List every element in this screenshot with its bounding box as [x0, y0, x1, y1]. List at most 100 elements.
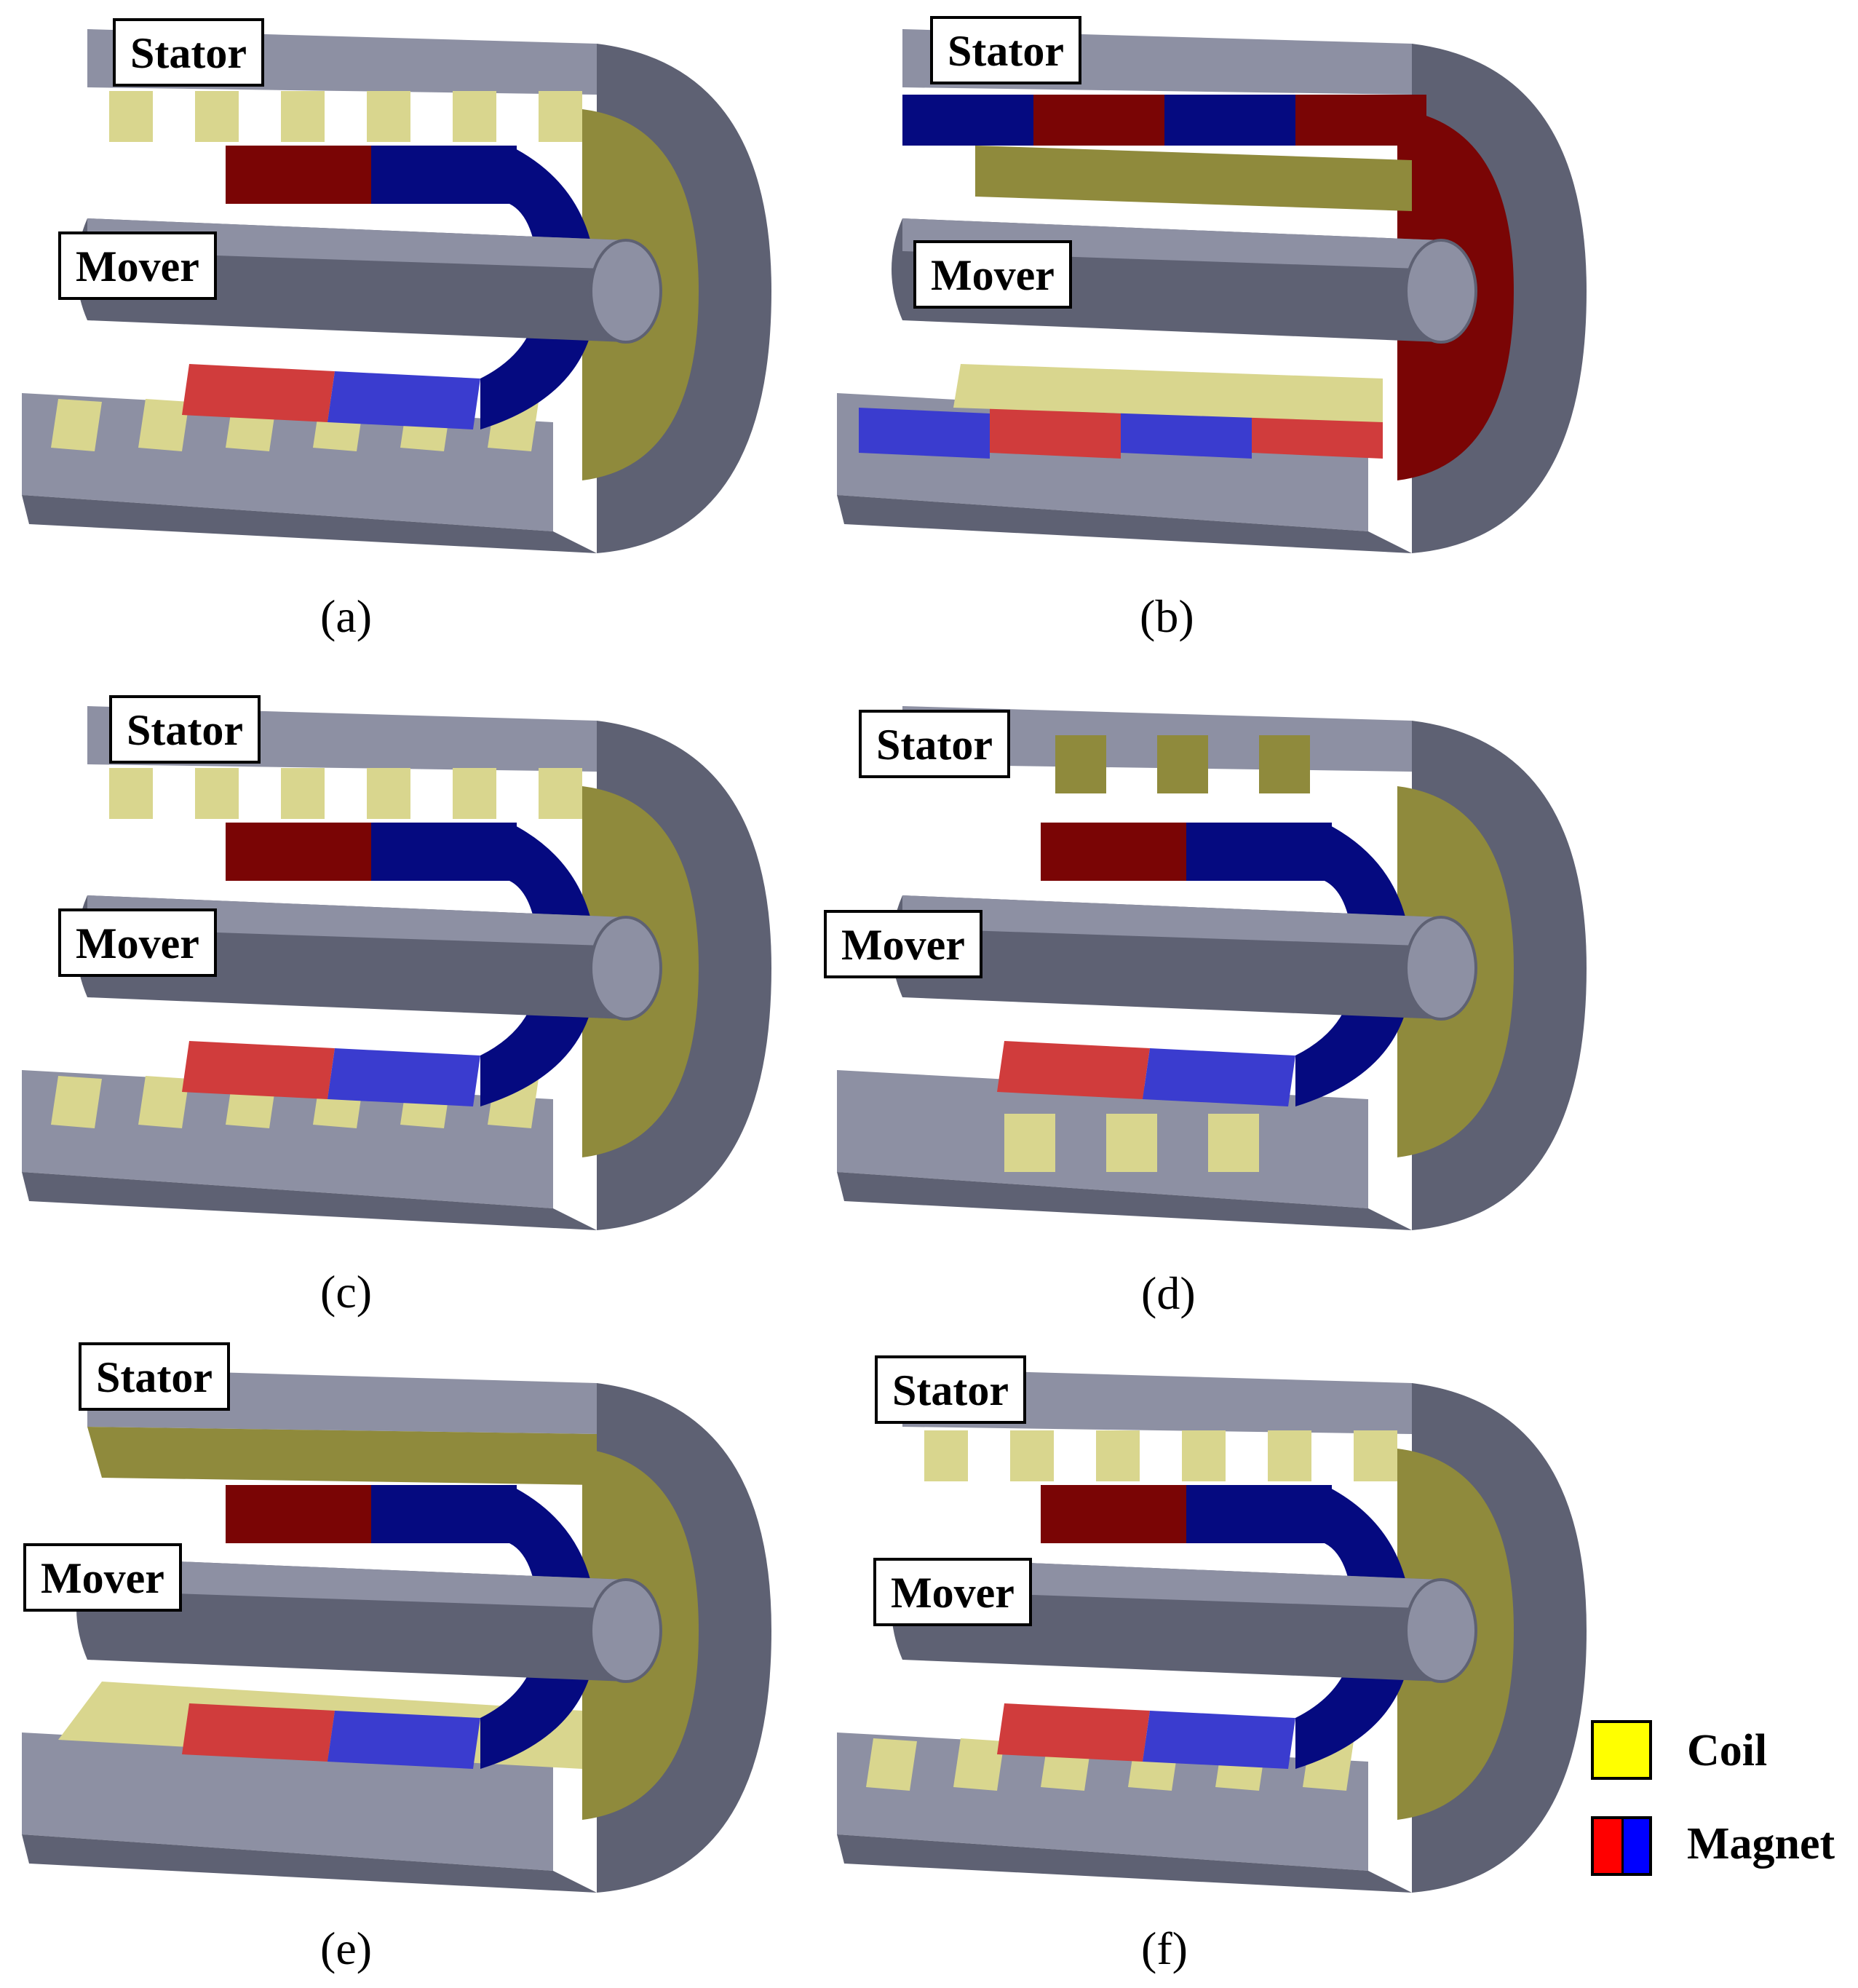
coil-top [539, 91, 582, 142]
panel-d: Stator Mover (d) [815, 677, 1616, 1319]
stator-yoke-bottom-side [837, 495, 1412, 553]
coil-top [281, 91, 325, 142]
coil-top [109, 768, 153, 819]
mover-label: Mover [913, 240, 1072, 309]
coil-bottom [1208, 1114, 1259, 1172]
stator-yoke-bottom-side [22, 1172, 597, 1230]
stator-yoke-top [902, 1369, 1412, 1434]
panel-caption: (f) [1141, 1922, 1188, 1974]
shaft-end [1405, 1578, 1477, 1683]
coil-sleeve-top [87, 1427, 597, 1485]
panel-b: Stator Mover (b) [815, 0, 1616, 642]
mover-magnet-top [1041, 1485, 1186, 1543]
mover-label: Mover [23, 1543, 182, 1612]
coil-bottom [1004, 1114, 1055, 1172]
mover-magnet-bottom [182, 1041, 335, 1099]
panel-e: Stator Mover (e) [0, 1339, 801, 1988]
mover-magnet-top [226, 823, 371, 881]
coil-top [1010, 1430, 1054, 1481]
legend-coil-label: Coil [1687, 1726, 1768, 1775]
coil-top [1182, 1430, 1226, 1481]
stator-magnet-top [902, 95, 1033, 146]
coil-bottom [138, 1076, 189, 1128]
motor-drawing-f [837, 1369, 1587, 1893]
coil-top [924, 1430, 968, 1481]
coil-bottom [953, 1738, 1004, 1791]
coil-top [367, 768, 410, 819]
coil-top [195, 768, 239, 819]
mover-magnet-bottom [1143, 1711, 1295, 1769]
mover-label: Mover [58, 231, 217, 300]
mover-magnet-top [226, 146, 371, 204]
shaft-end [589, 916, 662, 1021]
motor-drawing-e [22, 1369, 771, 1893]
coil-top [1354, 1430, 1397, 1481]
mover-magnet-bottom [327, 371, 480, 429]
mover-magnet-bottom [327, 1048, 480, 1106]
mover-magnet-top [226, 1485, 371, 1543]
mover-magnet-bottom [182, 1703, 335, 1762]
coil-bottom [1106, 1114, 1157, 1172]
mover-magnet-bottom [1143, 1048, 1295, 1106]
stator-label: Stator [930, 16, 1081, 84]
panel-caption: (d) [1141, 1267, 1196, 1319]
motor-drawing-d [837, 706, 1587, 1230]
shaft-highlight [87, 218, 626, 269]
mover-magnet-top [1041, 823, 1186, 881]
coil-top [109, 91, 153, 142]
stator-magnet-bottom [990, 408, 1121, 459]
coil-bottom [866, 1738, 917, 1791]
stator-yoke-bottom-side [837, 1834, 1412, 1893]
panel-caption: (b) [1140, 590, 1194, 642]
coil-top [1259, 735, 1310, 793]
legend-magnet-label: Magnet [1687, 1819, 1835, 1869]
stator-label: Stator [79, 1342, 230, 1411]
coil-bottom [51, 399, 102, 451]
motor-drawing-c [22, 706, 771, 1230]
mover-magnet-top [371, 146, 517, 204]
coil-top [1268, 1430, 1311, 1481]
panel-c: Stator Mover (c) [0, 677, 801, 1318]
mover-label: Mover [58, 908, 217, 977]
panel-f: Stator Mover (f) [815, 1339, 1616, 1988]
stator-magnet-top [1033, 95, 1164, 146]
mover-label: Mover [873, 1558, 1032, 1626]
stator-magnet-bottom [1121, 408, 1252, 459]
stator-yoke-bottom-side [22, 495, 597, 553]
stator-magnet-top [1295, 95, 1426, 146]
mover-magnet-top [371, 823, 517, 881]
coil-top [195, 91, 239, 142]
shaft-highlight [87, 1558, 626, 1609]
legend-magnet-swatch [1591, 1816, 1652, 1876]
stator-label: Stator [859, 710, 1010, 778]
shaft-highlight [902, 895, 1441, 946]
coil-bottom [953, 364, 1383, 422]
shaft-highlight [87, 895, 626, 946]
shaft-end [589, 239, 662, 344]
mover-magnet-bottom [182, 364, 335, 422]
stator-yoke-bottom-side [837, 1172, 1412, 1230]
mover-label: Mover [824, 910, 982, 978]
stator-yoke-bottom [22, 1732, 553, 1871]
stator-magnet-top [1164, 95, 1295, 146]
mover-magnet-top [1186, 823, 1332, 881]
shaft-highlight [902, 218, 1441, 269]
panel-caption: (e) [320, 1922, 373, 1974]
stator-yoke-bottom [837, 1070, 1368, 1208]
mover-magnet-bottom [997, 1041, 1150, 1099]
coil-top [281, 768, 325, 819]
panel-caption: (c) [320, 1266, 373, 1318]
motor-drawing-a [22, 29, 771, 553]
shaft-highlight [902, 1558, 1441, 1609]
shaft-end [1405, 239, 1477, 344]
panel-caption: (a) [320, 590, 373, 642]
coil-top [975, 146, 1412, 211]
coil-top [1157, 735, 1208, 793]
panel-a: Stator Mover (a) [0, 0, 801, 642]
mover-magnet-bottom [327, 1711, 480, 1769]
mover-magnet-top [1186, 1485, 1332, 1543]
coil-top [539, 768, 582, 819]
stator-magnet-bottom [859, 408, 990, 459]
stator-label: Stator [109, 695, 261, 764]
stator-label: Stator [113, 18, 264, 87]
